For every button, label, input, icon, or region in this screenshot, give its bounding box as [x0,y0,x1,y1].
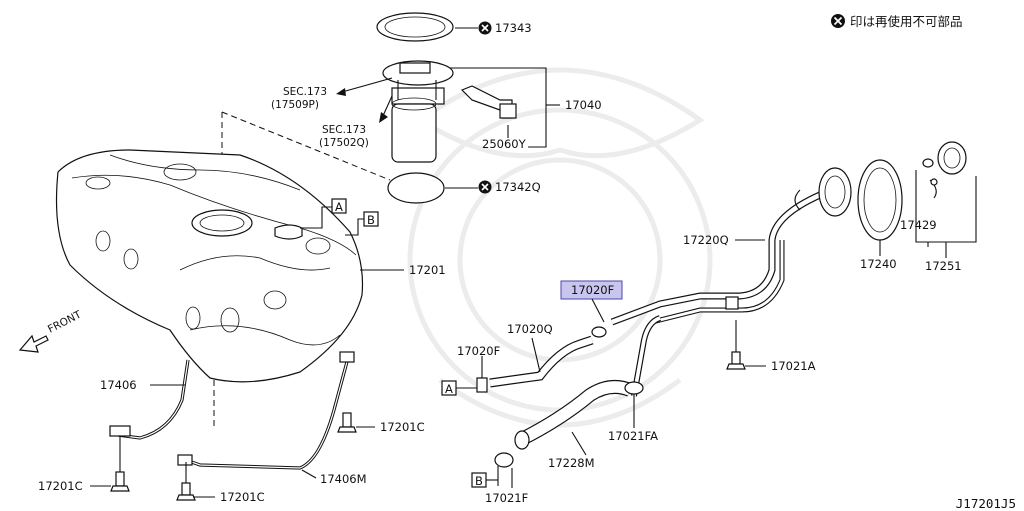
part-strap-17406M: 17406M [177,351,367,486]
label-17021F: 17021F [485,491,528,505]
part-clamp-17020F-upper [591,326,607,338]
label-sec-173-a: SEC.173 [283,86,327,98]
label-17342Q: 17342Q [495,180,541,194]
part-filler-tube-17220Q: 17220Q [610,167,852,326]
label-17201: 17201 [409,263,446,277]
label-17343: 17343 [495,21,532,35]
label-17020F: 17020F [457,344,500,358]
label-17201C-right: 17201C [380,420,425,434]
label-17201C-bottom: 17201C [220,490,265,504]
marker-B-tank: B [367,213,375,227]
part-clamp-17021F: B 17021F [471,452,528,505]
label-sec-17509P: (17509P) [271,99,319,111]
part-strap-17406: 17406 [100,359,190,472]
label-17201C-left: 17201C [38,479,83,493]
bolt-17201C-1: 17201C [38,471,130,493]
callout-17020F-highlight: 17020F [560,280,623,323]
part-filler-cap-17251: 17429 17251 [900,141,977,273]
bolt-17021A: 17021A [726,320,816,373]
label-17240: 17240 [860,257,897,271]
marker-A-tank: A [335,200,343,214]
marker-B-hose: B [475,474,483,488]
part-seal-17240: 17240 [857,159,903,271]
bolt-17201C-3: 17201C [337,412,425,434]
legend-text: 印は再使用不可部品 [850,14,963,29]
part-clamp-17021FA: 17021FA [608,381,658,443]
front-direction-indicator: FRONT [18,308,84,353]
part-fuel-pump-17040: 17040 25060Y [382,60,602,163]
part-gasket-17343: 17343 [376,12,532,42]
part-hose-17228M: 17228M [514,315,662,470]
watermark-emblem [407,67,713,428]
front-label: FRONT [46,308,84,335]
label-17429: 17429 [900,218,937,232]
part-hose-17020Q: 17020Q [489,322,594,388]
legend: 印は再使用不可部品 [831,14,963,29]
label-17251: 17251 [925,259,962,273]
label-sec-173-b: SEC.173 [322,124,366,136]
label-17220Q: 17220Q [683,233,729,247]
diagram-code: J17201J5 [956,496,1016,511]
label-17021A: 17021A [771,359,816,373]
part-fuel-tank-17201: A B 17201 [55,149,446,383]
label-17020Q: 17020Q [507,322,553,336]
section-references: SEC.173 (17509P) SEC.173 (17502Q) [271,77,393,149]
label-17040: 17040 [565,98,602,112]
part-clamp-17020F-lower: 17020F A [441,344,500,396]
label-17406M: 17406M [320,472,367,486]
label-17228M: 17228M [548,456,595,470]
label-17021FA: 17021FA [608,429,658,443]
label-17406: 17406 [100,378,137,392]
part-oring-17342Q: 17342Q [387,172,541,204]
label-17020F-highlighted: 17020F [571,283,614,297]
marker-A-hose: A [445,382,453,396]
label-sec-17502Q: (17502Q) [319,137,369,149]
bolt-17201C-2: 17201C [176,462,265,504]
label-25060Y: 25060Y [482,137,527,151]
